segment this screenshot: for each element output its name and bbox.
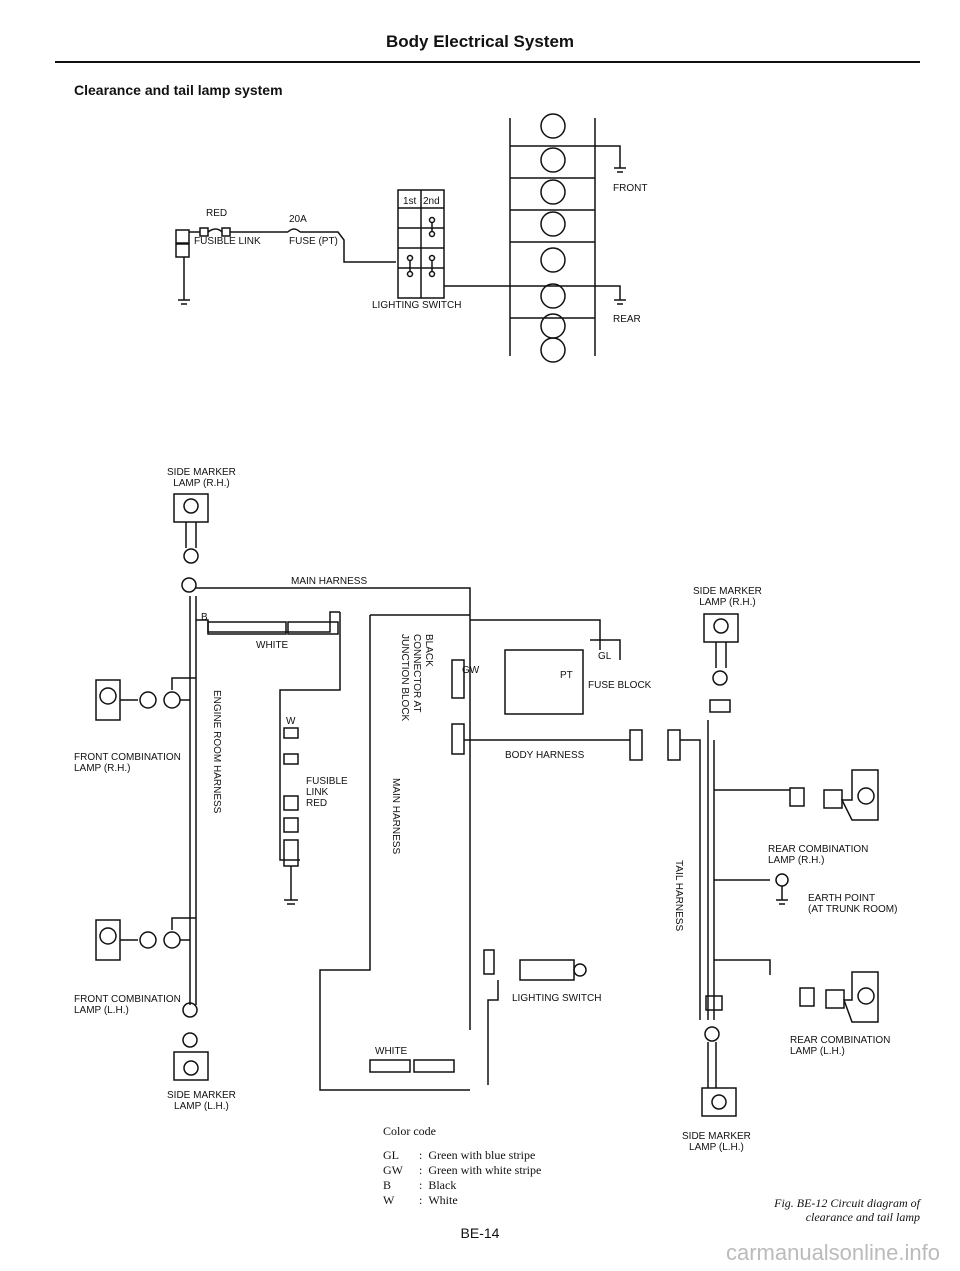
legend-table: GL: Green with blue stripe GW: Green wit…	[383, 1148, 541, 1208]
side-marker-lamp-lh-rear	[701, 1087, 737, 1117]
section-title: Clearance and tail lamp system	[74, 82, 283, 98]
legend-row: B: Black	[383, 1178, 457, 1192]
label-fuse-block: FUSE BLOCK	[588, 680, 652, 691]
label-w: W	[286, 716, 296, 727]
label-body-harness: BODY HARNESS	[505, 750, 585, 761]
legend-desc: Green with blue stripe	[428, 1148, 536, 1162]
label-side-marker-rh-rear: SIDE MARKER LAMP (R.H.)	[693, 586, 762, 608]
label-main-harness: MAIN HARNESS	[291, 576, 368, 587]
front-combination-lamp-rh	[95, 679, 121, 721]
label-engine-room-harness: ENGINE ROOM HARNESS	[211, 690, 222, 814]
page-title: Body Electrical System	[385, 32, 575, 51]
label-20a: 20A	[289, 214, 307, 225]
side-marker-lamp-rh-rear	[703, 613, 739, 643]
label-side-marker-rh-front: SIDE MARKER LAMP (R.H.)	[167, 467, 236, 489]
label-switch-2nd: 2nd	[423, 196, 440, 207]
legend-code: GW	[383, 1163, 403, 1177]
label-white-1: WHITE	[256, 640, 289, 651]
rear-combination-lamp-rh	[840, 769, 879, 821]
label-gw: GW	[462, 665, 480, 676]
watermark: carmanualsonline.info	[725, 1240, 940, 1265]
fusible-link-box-b	[221, 227, 231, 237]
lamp-bank	[540, 113, 566, 363]
label-lighting-switch-2: LIGHTING SWITCH	[512, 993, 602, 1004]
white-connector-1	[207, 621, 287, 635]
label-rear: REAR	[613, 314, 641, 325]
legend-desc: Black	[428, 1178, 457, 1192]
label-side-marker-lh-front: SIDE MARKER LAMP (L.H.)	[167, 1090, 236, 1112]
body-harness-connector	[629, 729, 643, 761]
legend-code: W	[383, 1193, 395, 1207]
legend-code: B	[383, 1178, 392, 1192]
legend-code: GL	[383, 1148, 399, 1162]
label-side-marker-lh-rear: SIDE MARKER LAMP (L.H.)	[682, 1131, 751, 1153]
legend-row: W: White	[383, 1193, 458, 1207]
label-switch-1st: 1st	[403, 196, 417, 207]
label-lighting-switch: LIGHTING SWITCH	[372, 300, 462, 311]
fuse-block	[504, 649, 584, 715]
label-white-2: WHITE	[375, 1046, 408, 1057]
legend-title: Color code	[383, 1124, 436, 1138]
figure-caption: Fig. BE-12 Circuit diagram of clearance …	[774, 1196, 920, 1224]
black-connector	[451, 659, 465, 699]
label-fusible-link-red: FUSIBLE LINK RED	[306, 776, 348, 809]
label-pt: PT	[560, 670, 573, 681]
label-gl: GL	[598, 651, 612, 662]
label-b: B	[201, 612, 208, 623]
header-rule	[55, 61, 920, 63]
white-connector-2	[369, 1059, 411, 1073]
legend-desc: Green with white stripe	[428, 1163, 542, 1177]
front-combination-lamp-lh	[95, 919, 121, 961]
rear-combination-lamp-lh	[842, 971, 879, 1023]
earth-point	[775, 873, 789, 887]
legend-row: GL: Green with blue stripe	[383, 1148, 536, 1162]
page-number: BE-14	[460, 1225, 500, 1241]
label-earth-point: EARTH POINT (AT TRUNK ROOM)	[808, 893, 898, 915]
legend-desc: White	[428, 1193, 458, 1207]
side-marker-lamp-lh-front	[173, 1051, 209, 1081]
fuse-to-switch	[300, 231, 396, 263]
label-front-combination-lh: FRONT COMBINATION LAMP (L.H.)	[74, 994, 181, 1016]
battery-terminal-minus	[175, 243, 190, 258]
label-main-harness-vertical: MAIN HARNESS	[390, 778, 401, 855]
label-rear-combination-rh: REAR COMBINATION LAMP (R.H.)	[768, 844, 869, 866]
label-black-connector: BLACK CONNECTOR AT JUNCTION BLOCK	[399, 634, 434, 722]
label-front: FRONT	[613, 183, 648, 194]
battery-terminal-plus	[175, 229, 190, 244]
fusible-link-wire	[207, 228, 223, 233]
lighting-switch-2	[519, 959, 575, 981]
label-tail-harness: TAIL HARNESS	[673, 860, 684, 932]
label-fusible-link: FUSIBLE LINK	[194, 236, 261, 247]
label-red: RED	[206, 208, 228, 219]
label-rear-combination-lh: REAR COMBINATION LAMP (L.H.)	[790, 1035, 891, 1057]
connector-side-marker-rh	[183, 548, 199, 564]
side-marker-lamp-rh-front	[173, 493, 209, 523]
fusible-link-box-a	[199, 227, 209, 237]
legend-row: GW: Green with white stripe	[383, 1163, 542, 1177]
label-front-combination-rh: FRONT COMBINATION LAMP (R.H.)	[74, 752, 181, 774]
fuse-wire	[287, 228, 301, 233]
label-fuse-pt: FUSE (PT)	[289, 236, 338, 247]
